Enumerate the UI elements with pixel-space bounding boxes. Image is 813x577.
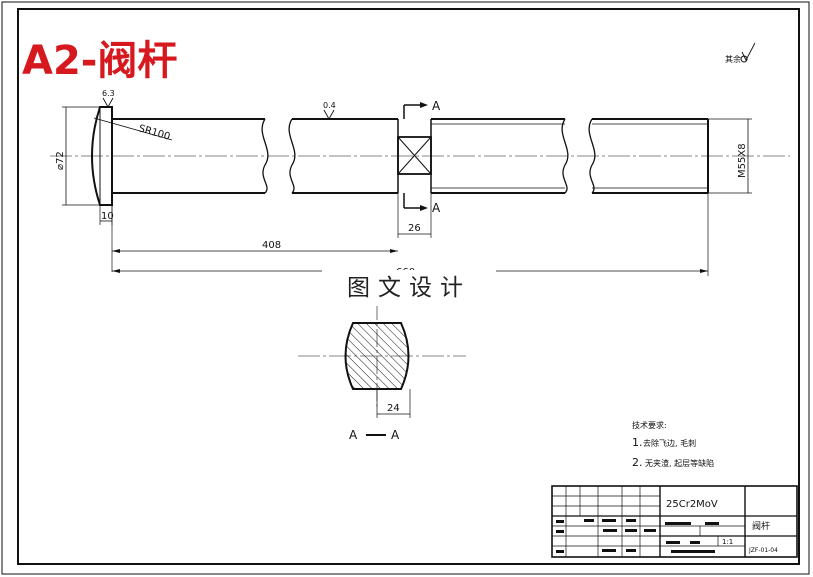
- thread-root-lines: [431, 123, 708, 189]
- section-label-left: A: [349, 428, 358, 442]
- roughness-head-value: 6.3: [102, 89, 115, 98]
- roughness-rest-label: 其余: [725, 54, 741, 64]
- thread-outline: [431, 118, 709, 194]
- section-label-right: A: [391, 428, 400, 442]
- dim-head-thickness: 10: [101, 211, 114, 222]
- break-line-2a: [561, 118, 569, 194]
- dim-arrow-408-right: [390, 249, 398, 253]
- cut-line-top: [403, 104, 420, 119]
- roughness-rest-symbol: [740, 42, 756, 63]
- title-block-material: 25Cr2MoV: [666, 499, 718, 510]
- shaft-segment-1: [112, 118, 265, 194]
- title-block-scale: 1:1: [722, 538, 733, 546]
- tech-req-item-2-num: 2.: [632, 456, 643, 469]
- break-line-1a: [261, 118, 269, 194]
- dim-arrow-total-left: [112, 269, 120, 273]
- cut-arrow-bottom: [420, 205, 428, 211]
- roughness-symbol-head: [102, 97, 114, 108]
- shaft-segment-2: [292, 118, 398, 194]
- title-block: [551, 485, 798, 558]
- cut-line-bottom: [403, 193, 420, 209]
- dim-sphere-radius: SR100: [137, 123, 171, 143]
- break-line-1b: [288, 118, 296, 194]
- dim-length-to-square: 408: [262, 240, 281, 251]
- dim-arrow-408-left: [112, 249, 120, 253]
- roughness-shaft-value: 0.4: [323, 101, 336, 110]
- title-block-part-name: 阀杆: [752, 520, 770, 532]
- tech-req-heading: 技术要求:: [632, 420, 667, 430]
- dim-thread: M55X8: [737, 143, 748, 178]
- cut-arrow-top: [420, 102, 428, 108]
- title-block-drawing-no: JZF-01-04: [748, 547, 778, 554]
- dim-flat-width: 24: [387, 403, 400, 414]
- watermark-text: 图文设计: [322, 270, 496, 306]
- tech-req-item-1-text: 去除飞边, 毛刺: [643, 438, 696, 448]
- leader-sphere-radius: [93, 117, 173, 141]
- dim-head-diameter: ⌀72: [55, 151, 66, 170]
- cut-label-bottom: A: [432, 201, 441, 215]
- cut-label-top: A: [432, 99, 441, 113]
- dim-arrow-total-right: [700, 269, 708, 273]
- inner-border: [17, 8, 800, 565]
- section-profile: [344, 322, 410, 390]
- roughness-symbol-shaft: [323, 109, 335, 120]
- square-diag-2: [397, 136, 432, 175]
- tech-req-item-1-num: 1.: [632, 436, 643, 449]
- break-line-2b: [588, 118, 596, 194]
- drawing-title: A2-阀杆: [22, 38, 178, 84]
- tech-req-item-2-text: 无夹渣, 起层等缺陷: [645, 458, 714, 468]
- dim-square-length: 26: [408, 223, 421, 234]
